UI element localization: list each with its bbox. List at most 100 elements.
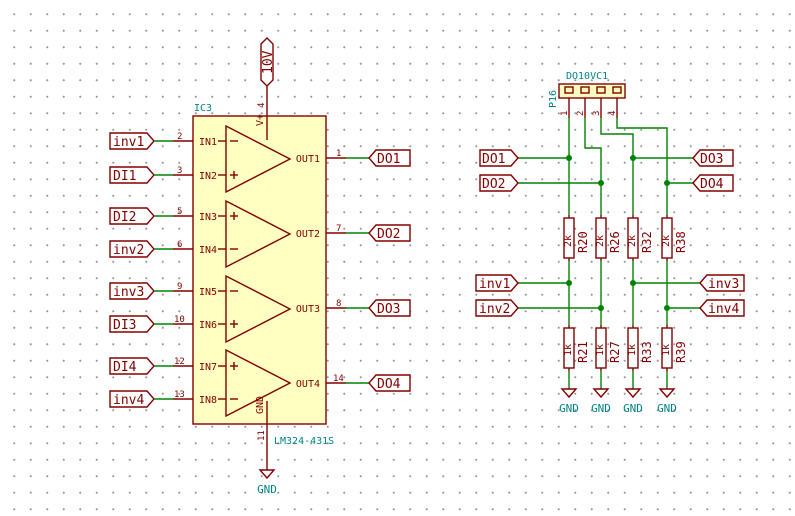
resistor-reference: R38 bbox=[674, 231, 688, 253]
pin-number-13: 13 bbox=[174, 390, 185, 400]
resistor-value: 2k bbox=[563, 235, 574, 247]
net-label-text: DO4 bbox=[377, 377, 401, 392]
resistor-value: 2k bbox=[627, 235, 638, 247]
divider-right-labels: DO3 DO4 inv3 inv4 bbox=[692, 149, 745, 317]
opamp-1 bbox=[225, 124, 292, 194]
net-label-di2[interactable] bbox=[109, 207, 155, 225]
resistor-r33[interactable]: 1k R33 bbox=[627, 325, 654, 371]
net-label-do4-divider[interactable] bbox=[692, 174, 734, 192]
net-label-inv3[interactable] bbox=[109, 282, 155, 300]
net-label-do3-divider[interactable] bbox=[692, 149, 734, 167]
net-label-text: DI4 bbox=[113, 360, 137, 375]
opamp-3 bbox=[225, 274, 292, 344]
pin-number-5: 5 bbox=[177, 207, 182, 217]
pin-number-7: 7 bbox=[336, 224, 341, 234]
resistor-r38[interactable]: 2k R38 bbox=[661, 215, 688, 261]
net-label-text: inv1 bbox=[479, 277, 510, 292]
pin-number-1: 1 bbox=[336, 149, 341, 159]
net-label-do1-divider[interactable] bbox=[479, 149, 519, 167]
net-label-di1[interactable] bbox=[109, 166, 155, 184]
net-label-do2-divider[interactable] bbox=[479, 174, 519, 192]
connector-p16[interactable]: 1 2 3 4 P16 DO10VC1 bbox=[548, 71, 626, 118]
net-label-do1[interactable] bbox=[368, 149, 411, 167]
resistor-reference: R27 bbox=[608, 341, 622, 363]
ic-reference: IC3 bbox=[194, 103, 212, 114]
net-label-inv1[interactable] bbox=[109, 132, 155, 150]
power-flag-10v[interactable]: 10V bbox=[260, 37, 276, 98]
pin-name-out1: OUT1 bbox=[296, 154, 320, 165]
resistor-r21[interactable]: 1k R21 bbox=[563, 325, 590, 371]
pin-name-in6: IN6 bbox=[199, 320, 217, 331]
net-label-inv4-divider[interactable] bbox=[699, 299, 745, 317]
resistor-r26[interactable]: 2k R26 bbox=[595, 215, 622, 261]
net-label-text: inv3 bbox=[113, 285, 144, 300]
pin-number-14: 14 bbox=[333, 374, 344, 384]
resistor-r32[interactable]: 2k R32 bbox=[627, 215, 654, 261]
net-label-text: DO4 bbox=[700, 177, 724, 192]
net-label-di4[interactable] bbox=[109, 357, 155, 375]
connector-pin-1: 1 bbox=[560, 111, 570, 116]
ic3-lm324[interactable]: IN1 IN2 IN3 IN4 IN5 IN6 IN7 IN8 OUT1 OUT… bbox=[173, 98, 346, 447]
pin-name-vplus: V+ bbox=[255, 114, 266, 126]
net-label-text: inv4 bbox=[113, 393, 144, 408]
pin-number-6: 6 bbox=[177, 240, 182, 250]
pin-name-out2: OUT2 bbox=[296, 229, 320, 240]
net-label-do3[interactable] bbox=[368, 299, 411, 317]
net-label-inv4[interactable] bbox=[109, 390, 155, 408]
resistor-value: 1k bbox=[661, 344, 672, 356]
resistor-value: 2k bbox=[661, 235, 672, 247]
pin-number-8: 8 bbox=[336, 299, 341, 309]
ground-label: GND bbox=[591, 402, 611, 415]
connector-value: DO10VC1 bbox=[566, 71, 608, 82]
polarity-marks bbox=[230, 140, 238, 400]
net-label-text: DO3 bbox=[700, 152, 723, 167]
resistor-r20[interactable]: 2k R20 bbox=[563, 215, 590, 261]
connector-reference: P16 bbox=[548, 90, 559, 108]
ic-internal-leads bbox=[218, 116, 268, 424]
pin-number-11: 11 bbox=[257, 430, 267, 441]
resistor-value: 2k bbox=[595, 235, 606, 247]
net-label-text: inv2 bbox=[479, 302, 510, 317]
junction-dots bbox=[566, 155, 670, 311]
ic-value: LM324-431S bbox=[274, 436, 334, 447]
power-label-10v: 10V bbox=[261, 50, 276, 74]
pin-name-in1: IN1 bbox=[199, 137, 217, 148]
net-label-text: DO2 bbox=[482, 177, 505, 192]
net-label-inv3-divider[interactable] bbox=[699, 274, 745, 292]
ground-symbols-dividers: GND GND GND GND bbox=[559, 388, 677, 415]
net-label-text: DI3 bbox=[113, 318, 136, 333]
pin-name-gnd: GND bbox=[255, 396, 266, 414]
net-label-inv1-divider[interactable] bbox=[475, 274, 519, 292]
pin-name-in2: IN2 bbox=[199, 171, 217, 182]
net-label-text: DI1 bbox=[113, 169, 136, 184]
net-label-inv2[interactable] bbox=[109, 240, 155, 258]
pin-number-12: 12 bbox=[174, 357, 185, 367]
pin-number-10: 10 bbox=[174, 315, 185, 325]
pin-name-out3: OUT3 bbox=[296, 304, 320, 315]
resistor-reference: R26 bbox=[608, 231, 622, 253]
input-labels: inv1 DI1 DI2 inv2 inv3 DI3 DI4 inv4 bbox=[109, 132, 173, 408]
divider-left-labels: DO1 DO2 inv1 inv2 bbox=[475, 149, 519, 317]
net-label-text: DO3 bbox=[377, 302, 400, 317]
output-labels: DO1 DO2 DO3 DO4 bbox=[346, 149, 411, 392]
resistor-reference: R32 bbox=[640, 231, 654, 253]
ground-label: GND bbox=[657, 402, 677, 415]
pin-number-3: 3 bbox=[177, 166, 182, 176]
resistor-reference: R33 bbox=[640, 341, 654, 363]
resistor-r39[interactable]: 1k R39 bbox=[661, 325, 688, 371]
pin-number-9: 9 bbox=[177, 282, 182, 292]
opamp-2 bbox=[225, 199, 292, 269]
net-label-di3[interactable] bbox=[109, 315, 155, 333]
resistor-reference: R20 bbox=[576, 231, 590, 253]
ic-body bbox=[192, 115, 327, 425]
net-label-inv2-divider[interactable] bbox=[475, 299, 519, 317]
net-label-text: inv3 bbox=[708, 277, 739, 292]
net-label-do4[interactable] bbox=[368, 374, 411, 392]
resistor-reference: R21 bbox=[576, 341, 590, 363]
pin-name-in8: IN8 bbox=[199, 395, 217, 406]
resistor-value: 1k bbox=[595, 344, 606, 356]
net-label-do2[interactable] bbox=[368, 224, 411, 242]
net-label-text: inv1 bbox=[113, 135, 144, 150]
resistor-r27[interactable]: 1k R27 bbox=[595, 325, 622, 371]
